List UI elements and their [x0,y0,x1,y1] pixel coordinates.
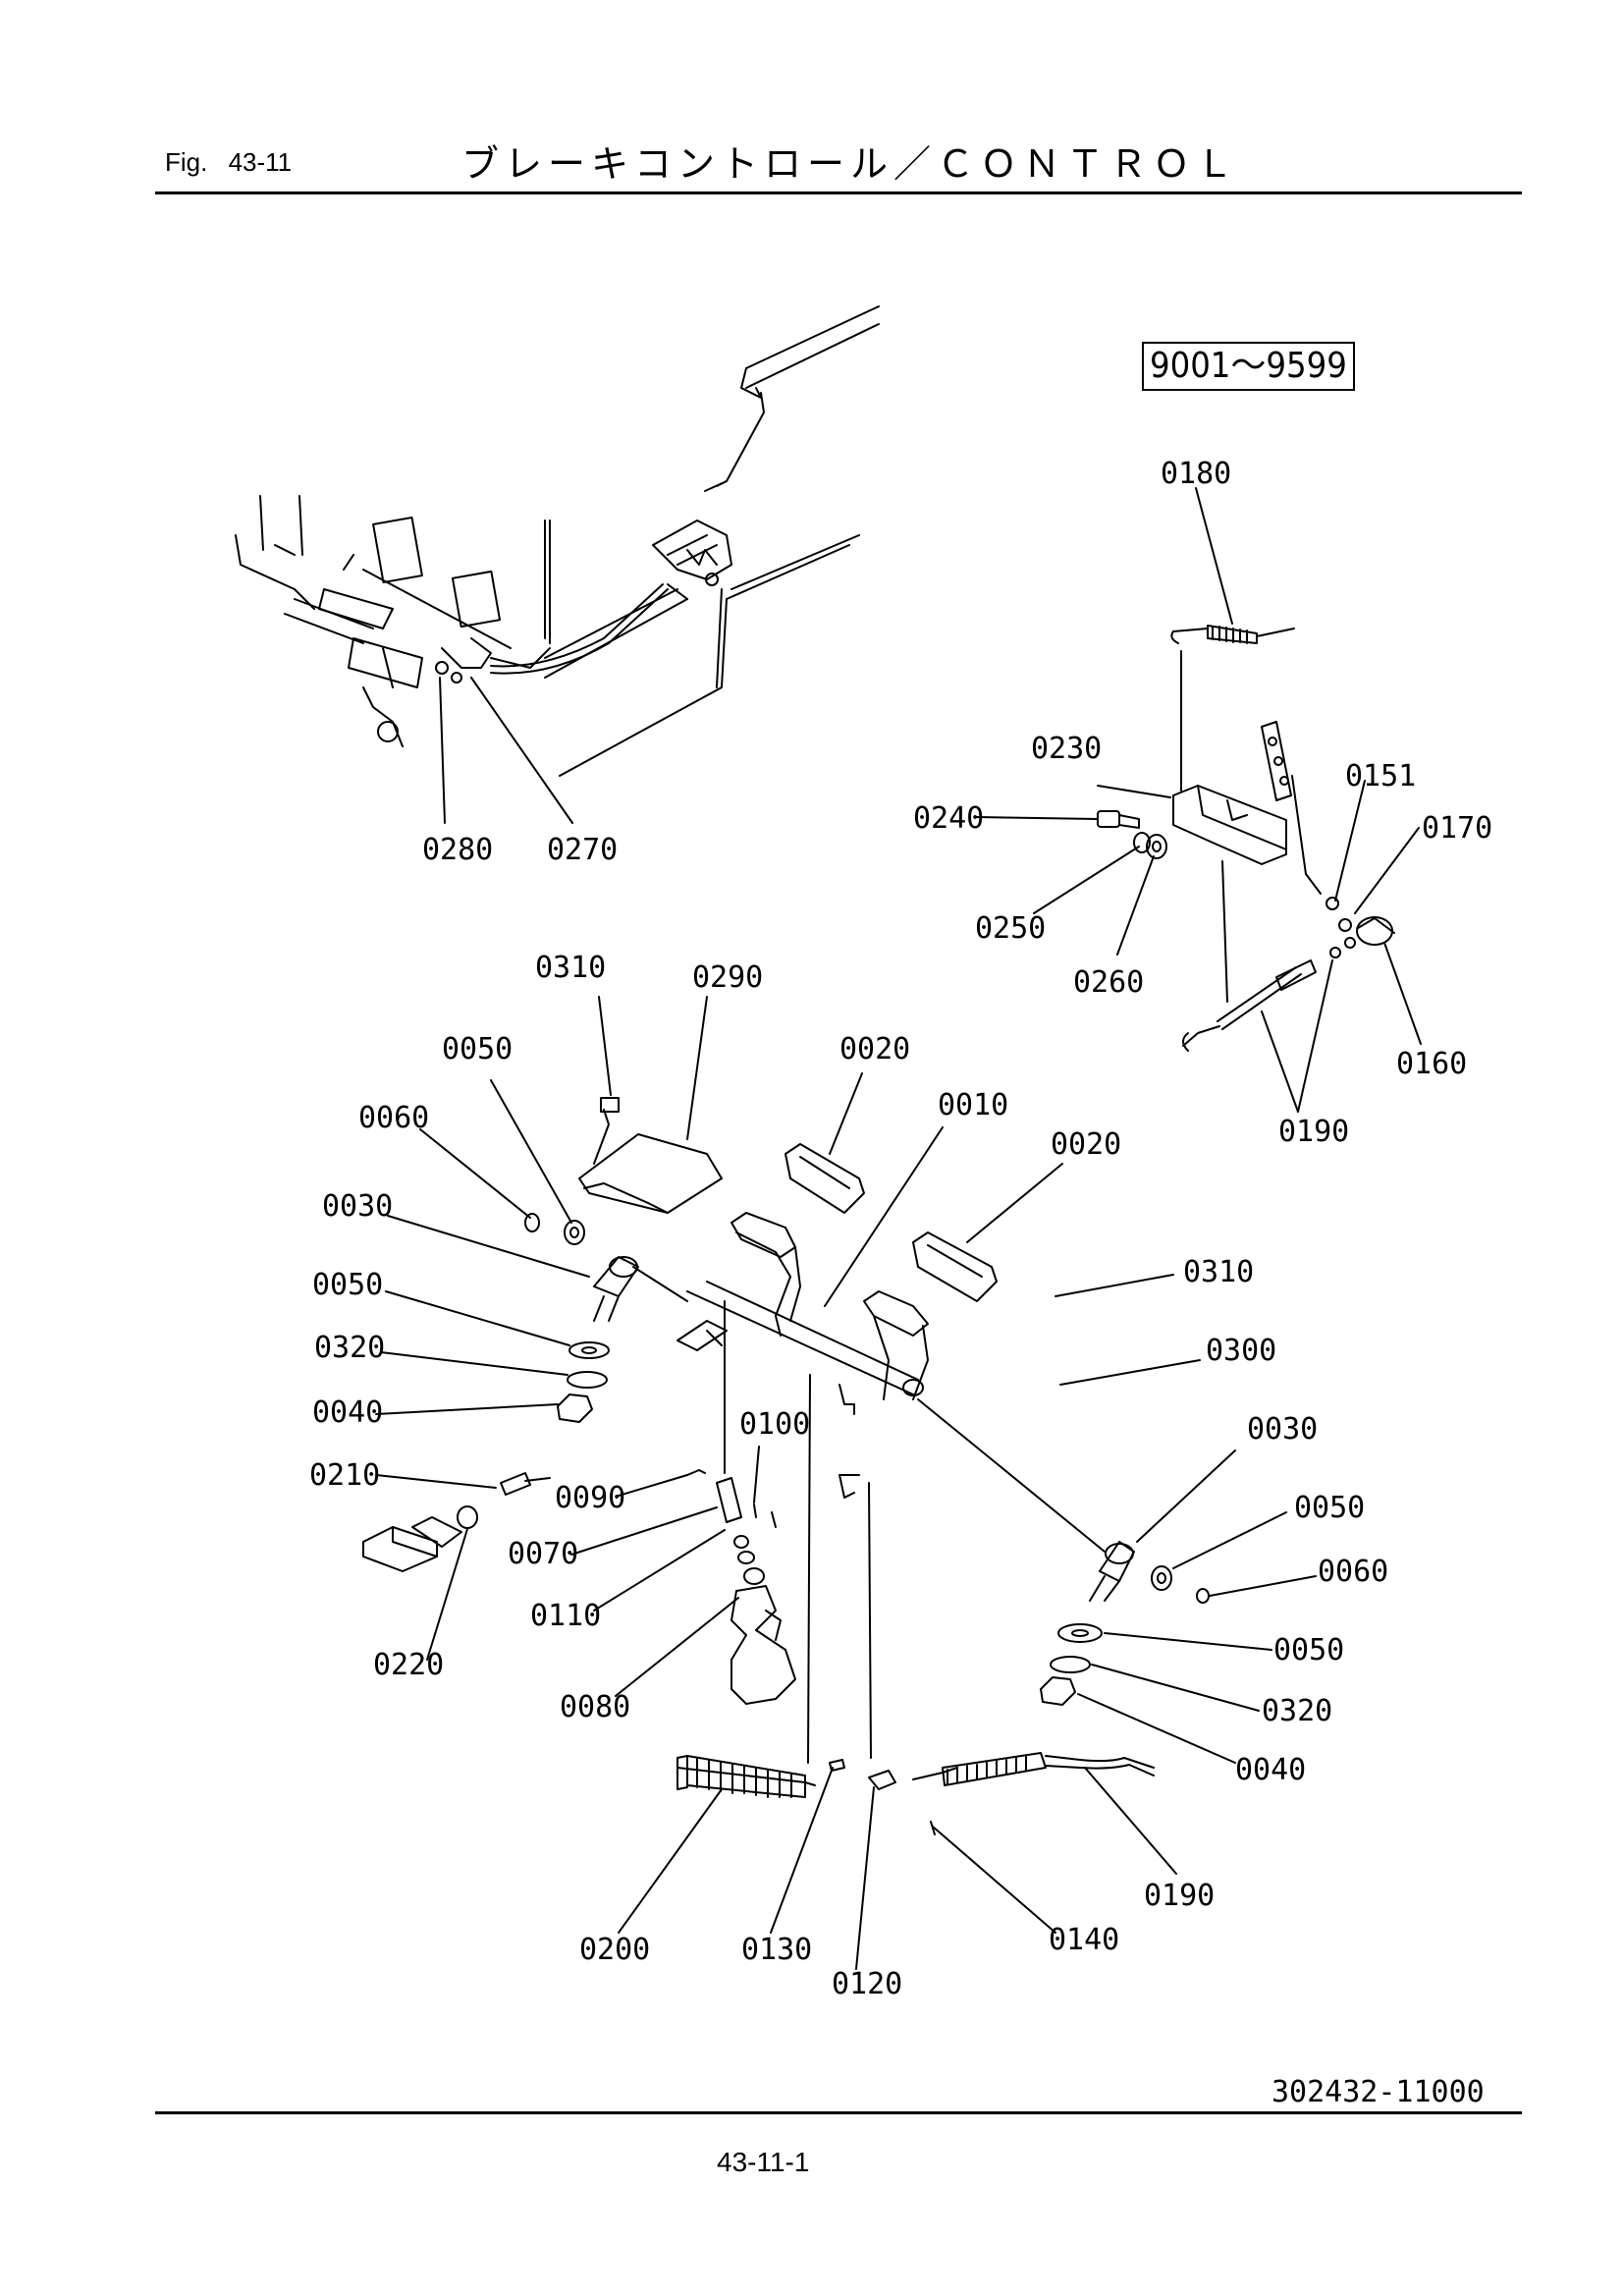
right-brake-assembly [976,487,1422,1113]
callout-0190: 0190 [1278,1115,1349,1149]
figure-prefix: Fig. [165,147,208,177]
callout-0230: 0230 [1031,732,1102,766]
inset-vehicle-frame [235,305,880,824]
serial-range-box: 9001～9599 [1142,342,1355,391]
callout-0050: 0050 [1273,1633,1344,1667]
callout-0100: 0100 [739,1407,810,1442]
callout-0151: 0151 [1345,759,1416,793]
callout-0060: 0060 [358,1101,429,1135]
figure-label: Fig. 43-11 [165,147,292,178]
callout-0310: 0310 [535,951,606,985]
callout-0040: 0040 [1235,1753,1306,1787]
callout-0120: 0120 [832,1967,902,2001]
callout-0050: 0050 [442,1032,513,1066]
figure-number: 43-11 [228,147,293,177]
callout-0200: 0200 [579,1933,650,1967]
callout-0210: 0210 [309,1458,380,1493]
callout-0240: 0240 [913,801,984,836]
header-rule [155,191,1522,194]
callout-0270: 0270 [547,833,618,867]
callout-0320: 0320 [314,1331,385,1365]
callout-0050: 0050 [312,1268,383,1302]
callout-0190: 0190 [1144,1879,1215,1913]
callout-0020: 0020 [839,1032,910,1066]
callout-0250: 0250 [975,911,1046,946]
callout-0020: 0020 [1051,1127,1121,1162]
footer-rule [155,2111,1522,2114]
callout-0110: 0110 [530,1599,601,1633]
callout-0140: 0140 [1049,1923,1119,1957]
callout-0170: 0170 [1422,811,1492,846]
callout-0160: 0160 [1396,1047,1467,1081]
callout-0070: 0070 [508,1537,578,1571]
callout-0180: 0180 [1161,457,1231,491]
callout-0050: 0050 [1294,1491,1365,1525]
callout-0310: 0310 [1183,1255,1254,1289]
page-title: ブレーキコントロール／ＣＯＮＴＲＯＬ [461,142,1240,186]
callout-0300: 0300 [1206,1334,1276,1368]
callout-0260: 0260 [1073,965,1144,1000]
document-number: 302432-11000 [1271,2075,1485,2109]
callout-0090: 0090 [555,1481,625,1515]
callout-0060: 0060 [1318,1555,1388,1589]
callout-0030: 0030 [322,1189,393,1224]
main-pedal-assembly [362,996,1317,1970]
callout-0040: 0040 [312,1395,383,1430]
callout-0280: 0280 [422,833,493,867]
callout-0080: 0080 [560,1690,630,1724]
callout-0010: 0010 [938,1088,1008,1122]
callout-0030: 0030 [1247,1412,1318,1447]
callout-0320: 0320 [1262,1694,1332,1728]
callout-0130: 0130 [741,1933,812,1967]
page-number: 43-11-1 [717,2147,810,2177]
callout-0220: 0220 [373,1648,444,1682]
callout-0290: 0290 [692,960,763,995]
